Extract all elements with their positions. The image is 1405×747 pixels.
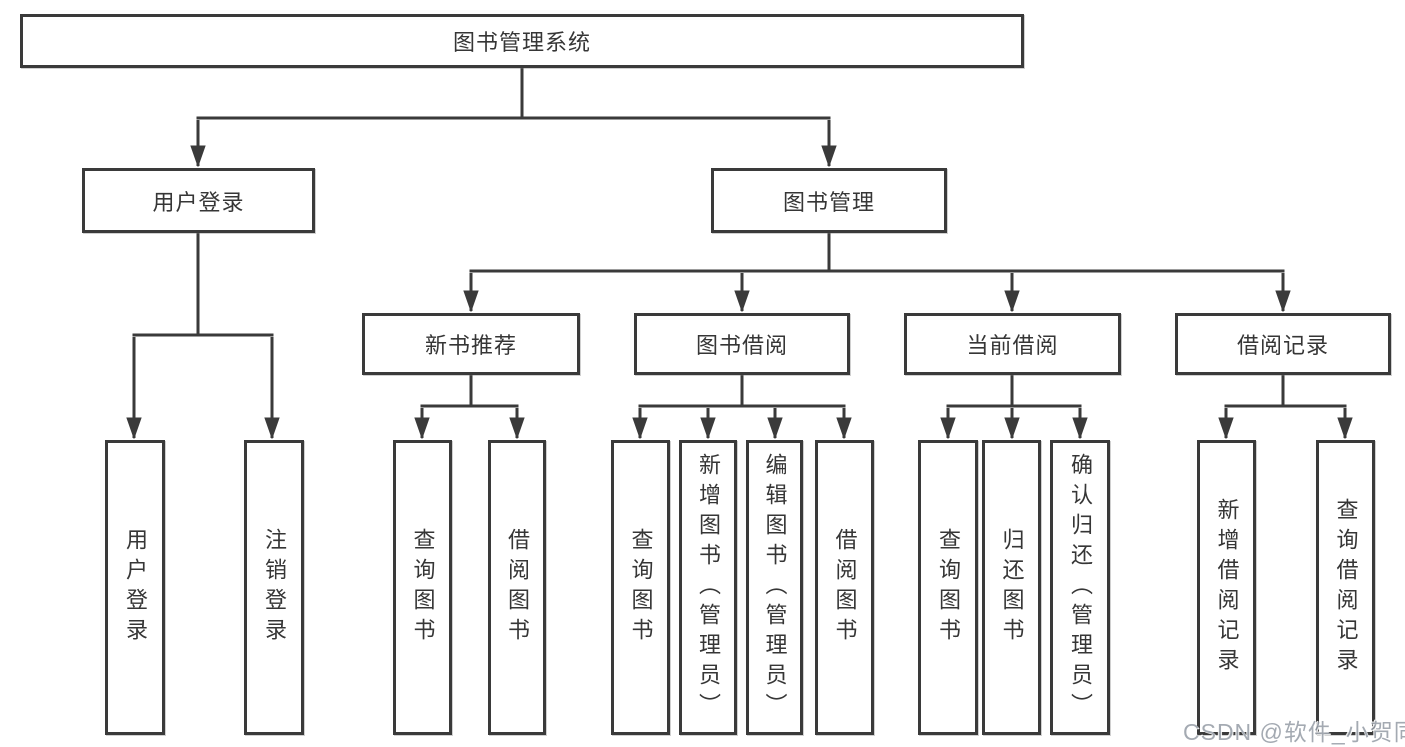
leaf-bb-query: 查询图书 <box>611 440 670 735</box>
leaf-bb-borrow: 借阅图书 <box>815 440 874 735</box>
leaf-cb-query: 查询图书 <box>918 440 978 735</box>
leaf-br-add-record: 新增借阅记录 <box>1197 440 1256 735</box>
leaf-cb-return: 归还图书 <box>982 440 1041 735</box>
leaf-newbook-borrow: 借阅图书 <box>488 440 546 735</box>
node-root-system: 图书管理系统 <box>20 14 1024 68</box>
node-user-login: 用户登录 <box>82 168 315 233</box>
leaf-br-query-record: 查询借阅记录 <box>1316 440 1375 735</box>
leaf-cb-confirm-admin: 确认归还（管理员） <box>1050 440 1110 735</box>
leaf-user-login: 用户登录 <box>105 440 165 735</box>
leaf-logout: 注销登录 <box>244 440 304 735</box>
node-new-book-recommend: 新书推荐 <box>362 313 580 375</box>
node-borrow-record: 借阅记录 <box>1175 313 1391 375</box>
leaf-bb-add-admin: 新增图书（管理员） <box>679 440 737 735</box>
leaf-newbook-query: 查询图书 <box>393 440 452 735</box>
leaf-bb-edit-admin: 编辑图书（管理员） <box>746 440 803 735</box>
node-current-borrow: 当前借阅 <box>904 313 1121 375</box>
csdn-watermark: CSDN @软件_小贺同学 <box>1183 719 1405 745</box>
node-book-borrow: 图书借阅 <box>634 313 850 375</box>
node-book-management: 图书管理 <box>711 168 947 233</box>
